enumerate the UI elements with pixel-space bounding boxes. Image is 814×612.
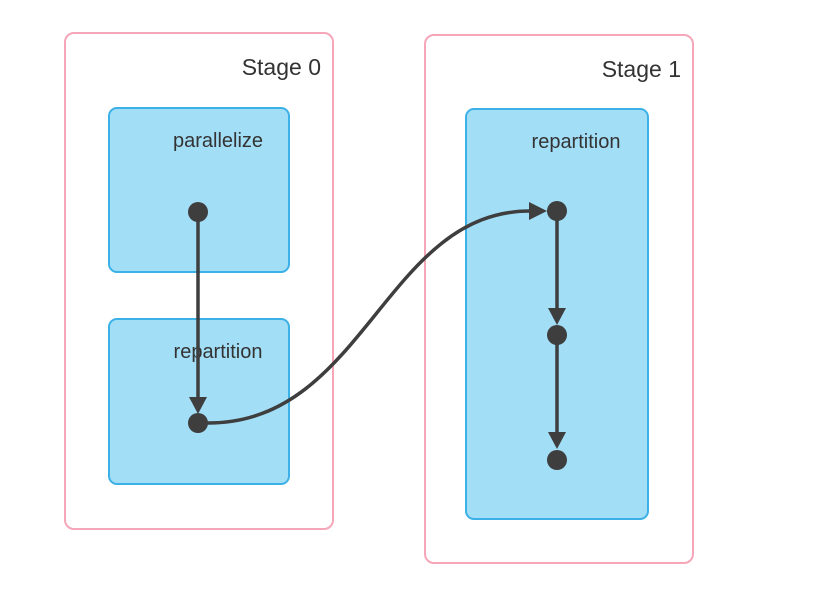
node-repartition-stage0: repartition <box>108 318 290 485</box>
node-repartition-stage1-label: repartition <box>531 131 621 153</box>
node-parallelize: parallelize <box>108 107 290 273</box>
stage-0-label: Stage 0 <box>241 54 321 80</box>
node-parallelize-label: parallelize <box>172 130 264 152</box>
node-repartition-stage1: repartition <box>465 108 649 520</box>
stage-1-label: Stage 1 <box>601 56 681 82</box>
node-repartition-stage0-label: repartition <box>173 341 263 363</box>
